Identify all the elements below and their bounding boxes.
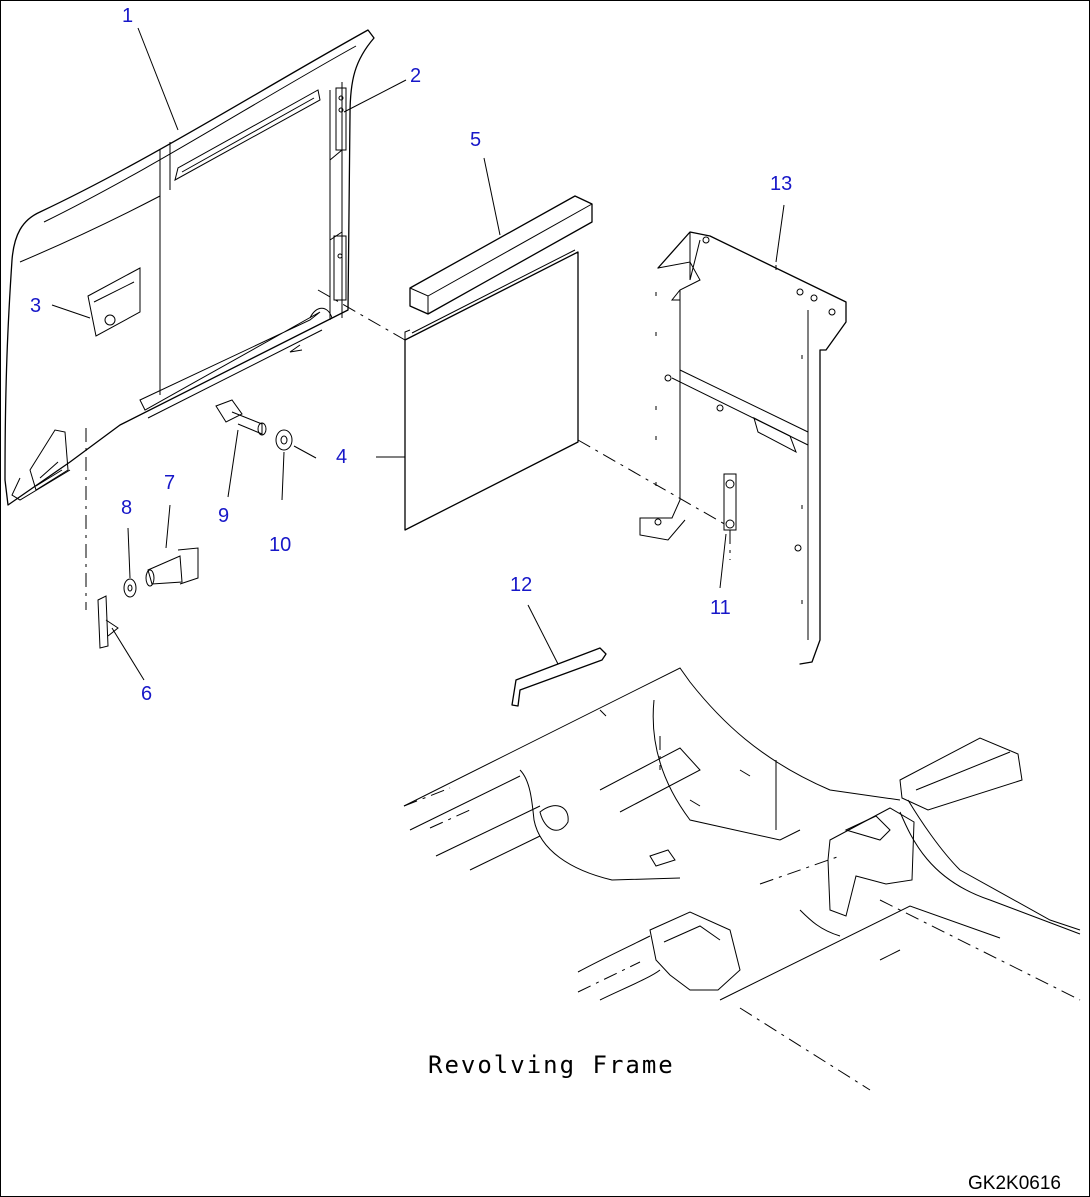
callout-1: 1 [122,5,133,27]
washer-8 [123,578,137,598]
callout-9: 9 [218,505,229,527]
leader-lines [51,27,785,681]
plate-11 [723,473,737,531]
callout-4: 4 [336,446,347,468]
bolt-7 [145,547,199,587]
callout-13: 13 [770,173,792,195]
callout-6: 6 [141,683,152,705]
callout-11: 11 [710,597,731,619]
revolving-frame [403,667,1081,1001]
callout-2: 2 [410,65,421,87]
callout-12: 12 [510,574,532,596]
filter-strip [409,195,593,315]
bracket-frame [639,231,847,665]
drawing-code: GK2K0616 [968,1173,1061,1194]
revolving-frame-caption: Revolving Frame [428,1051,675,1079]
callout-10: 10 [269,534,291,556]
filter-panel [404,249,579,531]
callout-7: 7 [164,472,175,494]
center-lines [85,289,1081,1091]
washer-10 [275,429,293,451]
callout-3: 3 [30,295,41,317]
bolt-9 [215,399,267,436]
rod-12 [511,647,607,707]
callout-8: 8 [121,497,132,519]
callout-5: 5 [470,129,481,151]
bracket-6 [97,595,119,649]
callout-labels: 1 2 3 4 5 6 7 8 9 10 11 12 13 [30,5,792,705]
door-panel [4,29,375,506]
